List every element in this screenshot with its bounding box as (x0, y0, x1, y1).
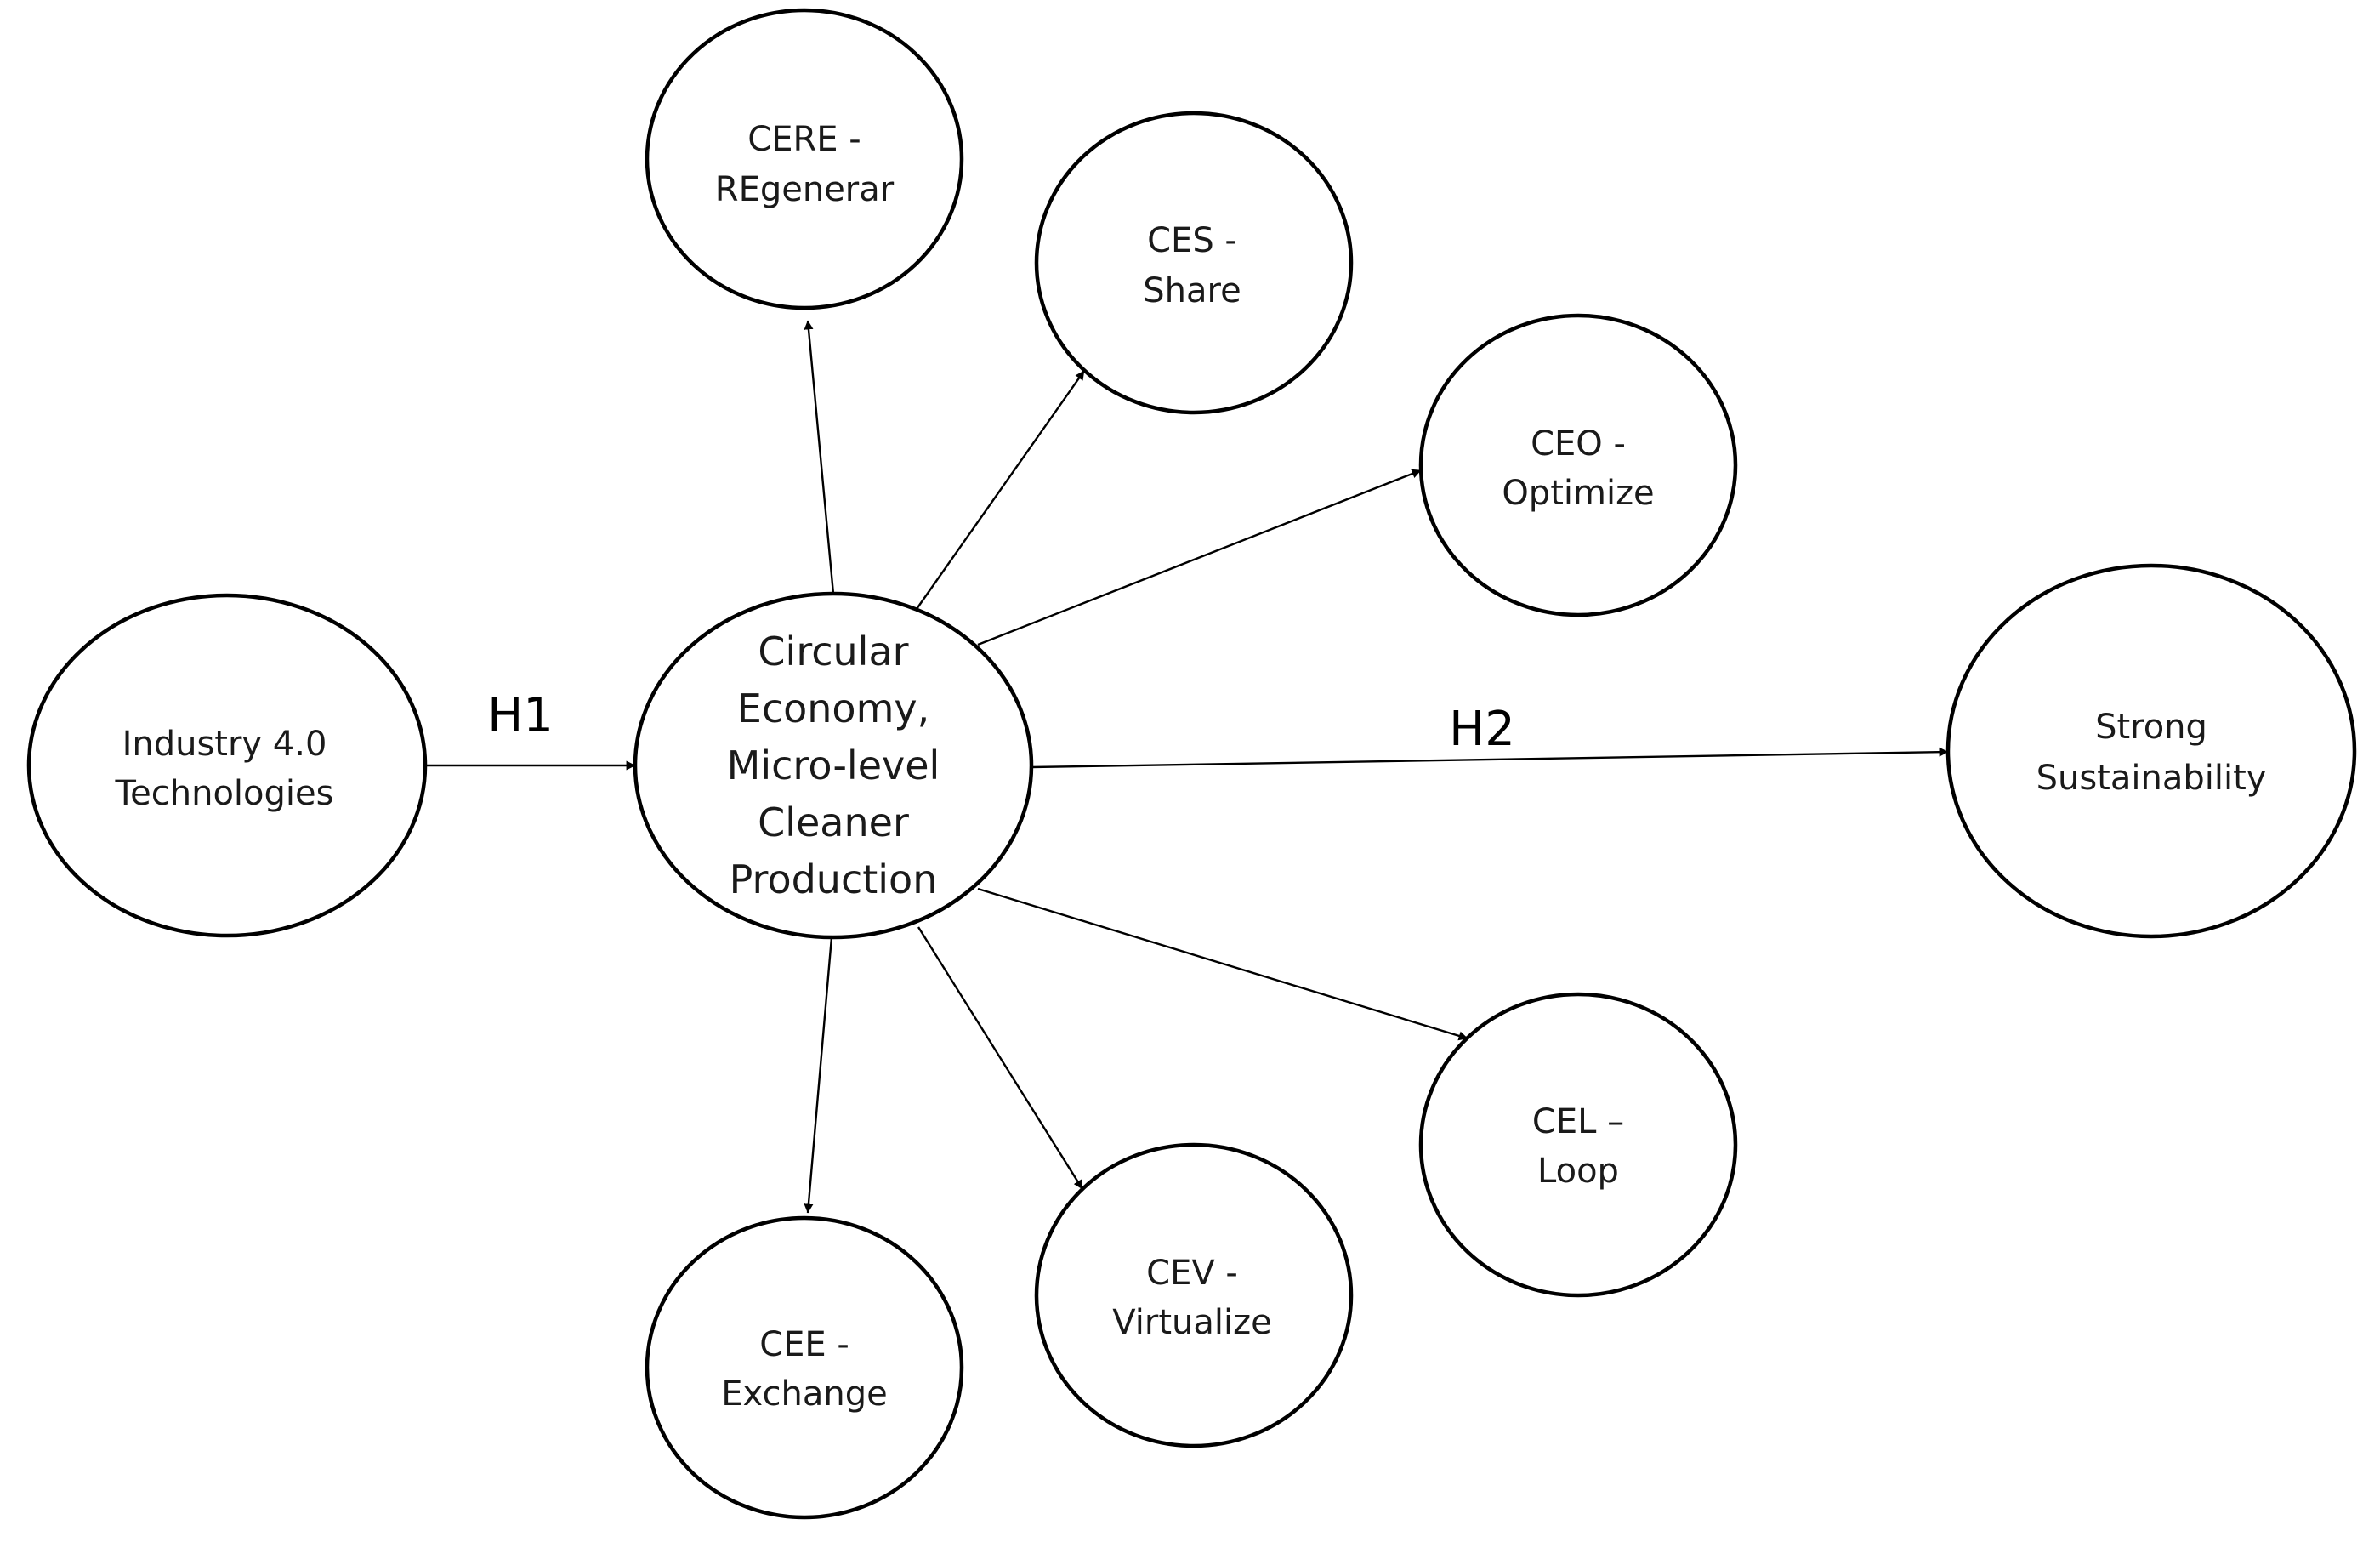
node-cee: CEE - Exchange (645, 1215, 964, 1520)
cev-line-2: Virtualize (1112, 1303, 1271, 1342)
cere-line-2: REgenerar (715, 170, 895, 209)
node-cel: CEL – Loop (1418, 992, 1738, 1298)
center-line-4: Cleaner (758, 799, 909, 845)
edge-center-to-cev (917, 926, 1084, 1190)
strong-line-1: Strong (2095, 708, 2207, 747)
node-ces: CES - Share (1034, 111, 1354, 415)
edge-center-to-cere (804, 320, 835, 595)
edge-center-to-cee (804, 936, 833, 1214)
ceo-line-2: Optimize (1502, 474, 1654, 513)
edge-center-to-cel (977, 887, 1468, 1041)
cee-line-2: Exchange (721, 1374, 887, 1414)
industry-line-2: Technologies (115, 774, 334, 813)
center-line-2: Economy, (737, 686, 929, 731)
cel-line-1: CEL – (1532, 1102, 1624, 1141)
cev-line-1: CEV - (1146, 1254, 1238, 1293)
center-line-1: Circular (758, 629, 908, 674)
node-industry-technologies: Industry 4.0 Technologies (26, 593, 428, 938)
edge-center-to-ces (916, 370, 1085, 610)
cel-line-2: Loop (1537, 1152, 1619, 1191)
ceo-line-1: CEO - (1531, 424, 1626, 464)
node-circular-economy: Circular Economy, Micro-level Cleaner Pr… (633, 591, 1034, 940)
node-cev: CEV - Virtualize (1034, 1142, 1354, 1448)
cee-line-1: CEE - (759, 1325, 849, 1364)
edge-center-to-ceo (977, 469, 1422, 646)
industry-line-1: Industry 4.0 (122, 725, 327, 764)
h2-label: H2 (1449, 702, 1515, 757)
node-ceo: CEO - Optimize (1418, 313, 1738, 617)
ces-line-1: CES - (1147, 221, 1237, 260)
h1-label: H1 (487, 688, 554, 743)
center-line-3: Micro-level (727, 743, 940, 788)
node-strong-sustainability: Strong Sustainability (1945, 563, 2357, 939)
center-line-5: Production (730, 856, 938, 902)
edge-center-to-strong (1031, 747, 1949, 769)
strong-line-2: Sustainability (2036, 759, 2267, 798)
ces-line-2: Share (1143, 271, 1241, 310)
node-cere: CERE - REgenerar (645, 8, 964, 310)
cere-line-1: CERE - (747, 120, 861, 159)
